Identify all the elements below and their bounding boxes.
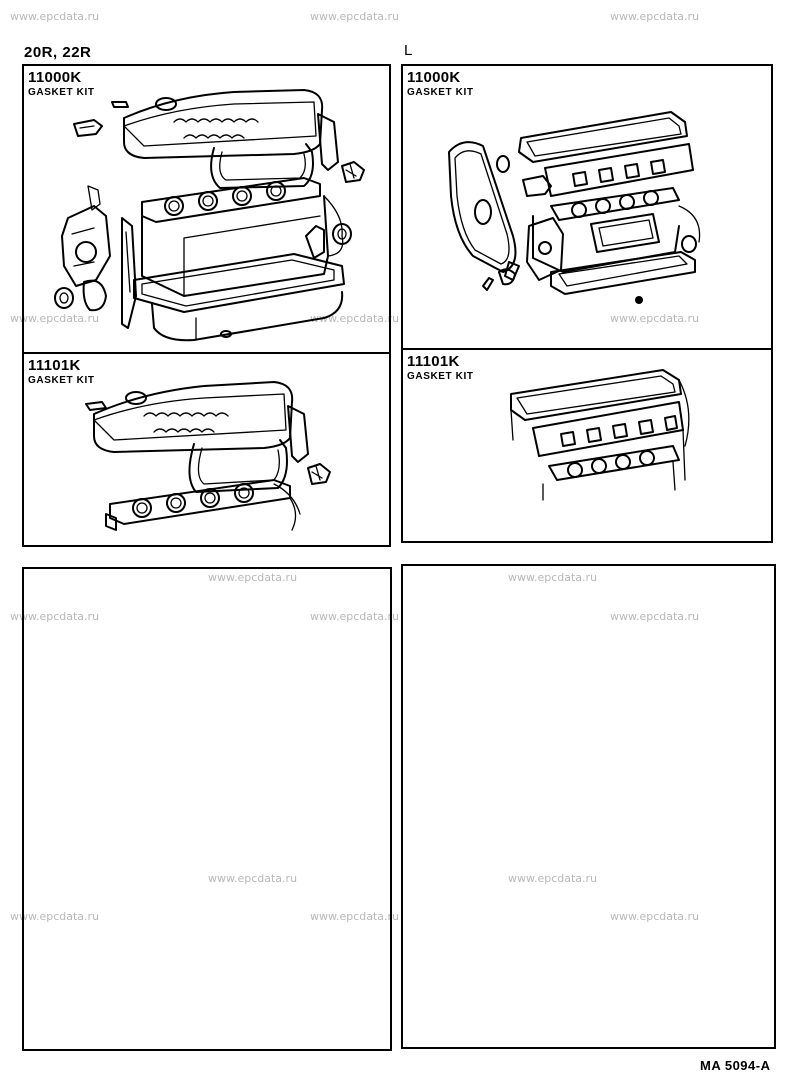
part-number: 11000K bbox=[407, 69, 461, 86]
watermark: www.epcdata.ru bbox=[310, 910, 400, 923]
section-divider bbox=[24, 352, 389, 354]
watermark: www.epcdata.ru bbox=[310, 610, 400, 623]
part-label: GASKET KIT bbox=[28, 87, 95, 98]
gasket-kit-head-illustration bbox=[85, 381, 331, 531]
watermark: www.epcdata.ru bbox=[10, 610, 100, 623]
watermark: www.epcdata.ru bbox=[10, 10, 100, 23]
watermark: www.epcdata.ru bbox=[310, 10, 400, 23]
watermark: www.epcdata.ru bbox=[10, 312, 100, 325]
watermark: www.epcdata.ru bbox=[610, 610, 700, 623]
variant-label: L bbox=[404, 42, 413, 59]
watermark: www.epcdata.ru bbox=[208, 872, 298, 885]
watermark: www.epcdata.ru bbox=[10, 910, 100, 923]
engine-model-label: 20R, 22R bbox=[24, 44, 92, 61]
part-number: 11101K bbox=[407, 353, 460, 370]
section-divider bbox=[403, 348, 771, 350]
watermark: www.epcdata.ru bbox=[610, 10, 700, 23]
figure-code: MA 5094-A bbox=[700, 1058, 771, 1073]
watermark: www.epcdata.ru bbox=[508, 571, 598, 584]
gasket-kit-head-illustration bbox=[510, 369, 690, 501]
watermark: www.epcdata.ru bbox=[508, 872, 598, 885]
watermark: www.epcdata.ru bbox=[208, 571, 298, 584]
gasket-kit-full-illustration bbox=[448, 111, 701, 304]
part-label: GASKET KIT bbox=[28, 375, 95, 386]
part-label: GASKET KIT bbox=[407, 371, 474, 382]
part-label: GASKET KIT bbox=[407, 87, 474, 98]
right-bottom-panel bbox=[401, 564, 776, 1049]
gasket-kit-full-illustration bbox=[54, 89, 365, 342]
left-bottom-panel bbox=[22, 567, 392, 1051]
part-number: 11101K bbox=[28, 357, 81, 374]
watermark: www.epcdata.ru bbox=[610, 910, 700, 923]
watermark: www.epcdata.ru bbox=[610, 312, 700, 325]
part-number: 11000K bbox=[28, 69, 82, 86]
right-top-panel: 11000K GASKET KIT bbox=[401, 64, 773, 543]
left-top-panel: 11000K GASKET KIT bbox=[22, 64, 391, 547]
